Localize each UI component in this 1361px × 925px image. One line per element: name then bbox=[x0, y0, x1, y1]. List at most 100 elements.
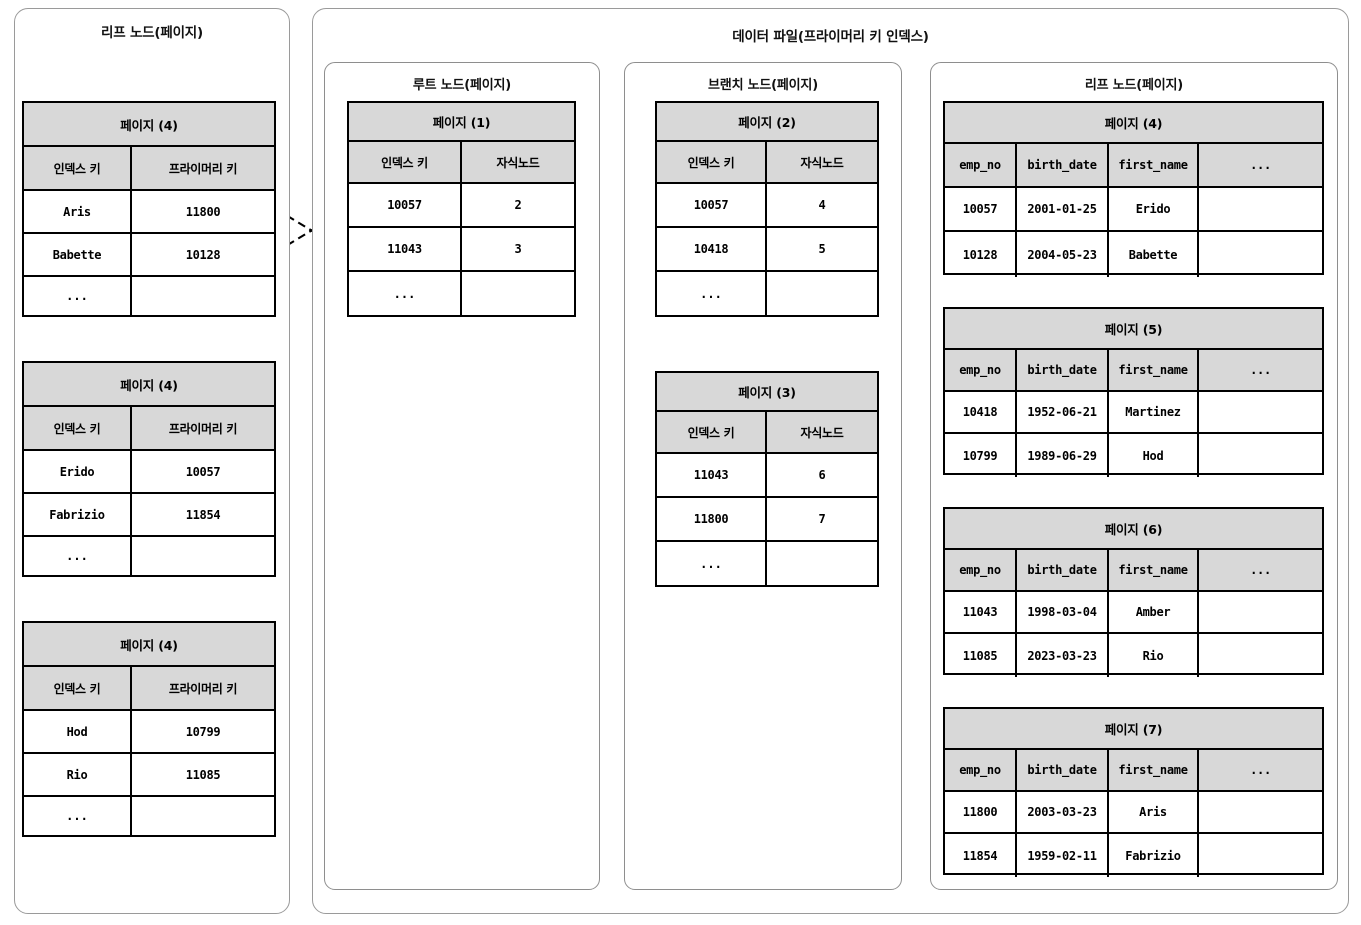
table-row: 10799 1989-06-29 Hod bbox=[945, 434, 1322, 477]
table-row: 11800 7 bbox=[657, 498, 877, 542]
table-row-ellipsis: ... bbox=[24, 537, 274, 575]
cell-first-name: Martinez bbox=[1109, 392, 1199, 432]
column-header-row: emp_no birth_date first_name ... bbox=[945, 350, 1322, 392]
root-page-1: 페이지 (1) 인덱스 키 자식노드 10057 2 11043 3 ... bbox=[347, 101, 576, 317]
page-title-row: 페이지 (1) bbox=[349, 103, 574, 142]
data-file-panel-title: 데이터 파일(프라이머리 키 인덱스) bbox=[732, 29, 929, 45]
cell-birth-date: 1989-06-29 bbox=[1017, 434, 1109, 477]
secondary-index-panel-title: 리프 노드(페이지) bbox=[101, 25, 203, 41]
leaf-data-page-5: 페이지 (5) emp_no birth_date first_name ...… bbox=[943, 307, 1324, 477]
cell-more bbox=[1199, 592, 1322, 632]
page-title-row: 페이지 (4) bbox=[24, 623, 274, 667]
table-row: Babette 10128 bbox=[24, 234, 274, 277]
cell-child-node: 5 bbox=[818, 242, 826, 256]
cell-emp-no: 10418 bbox=[945, 392, 1017, 432]
column-header-index-key: 인덱스 키 bbox=[657, 412, 767, 452]
page-title: 페이지 (4) bbox=[24, 623, 274, 665]
table-row-ellipsis: ... bbox=[657, 272, 877, 315]
column-header-row: emp_no birth_date first_name ... bbox=[945, 144, 1322, 188]
table-row: 11043 1998-03-04 Amber bbox=[945, 592, 1322, 634]
table-row: 11043 6 bbox=[657, 454, 877, 498]
page-title-row: 페이지 (7) bbox=[945, 709, 1322, 750]
cell-first-name: Amber bbox=[1109, 592, 1199, 632]
column-header-child-node: 자식노드 bbox=[496, 155, 540, 170]
branch-page-2: 페이지 (2) 인덱스 키 자식노드 10057 4 10418 5 ... bbox=[655, 101, 879, 317]
cell-more bbox=[1199, 392, 1322, 432]
column-header-birth-date: birth_date bbox=[1017, 550, 1109, 590]
cell-child-node: 4 bbox=[818, 198, 826, 212]
page-title: 페이지 (4) bbox=[945, 103, 1322, 142]
column-header-birth-date: birth_date bbox=[1017, 750, 1109, 790]
page-title: 페이지 (1) bbox=[349, 103, 574, 140]
column-header-primary-key: 프라이머리 키 bbox=[168, 161, 238, 176]
column-header-emp-no: emp_no bbox=[945, 350, 1017, 390]
cell-first-name: Erido bbox=[1109, 188, 1199, 230]
column-header-row: 인덱스 키 자식노드 bbox=[657, 142, 877, 184]
column-header-index-key: 인덱스 키 bbox=[24, 407, 132, 449]
branch-page-3: 페이지 (3) 인덱스 키 자식노드 11043 6 11800 7 ... bbox=[655, 371, 879, 587]
column-header-index-key: 인덱스 키 bbox=[657, 142, 767, 182]
cell-birth-date: 1959-02-11 bbox=[1017, 834, 1109, 877]
cell-emp-no: 11043 bbox=[945, 592, 1017, 632]
cell-first-name: Rio bbox=[1109, 634, 1199, 677]
cell-index-key: ... bbox=[657, 272, 767, 315]
cell-index-key: ... bbox=[24, 537, 132, 575]
table-row-ellipsis: ... bbox=[24, 797, 274, 835]
cell-emp-no: 10799 bbox=[945, 434, 1017, 477]
cell-birth-date: 2003-03-23 bbox=[1017, 792, 1109, 832]
cell-child-node: 7 bbox=[818, 512, 826, 526]
table-row: 10057 2 bbox=[349, 184, 574, 228]
branch-node-panel-title: 브랜치 노드(페이지) bbox=[708, 78, 818, 93]
column-header-more: ... bbox=[1250, 158, 1271, 172]
table-row: 10057 2001-01-25 Erido bbox=[945, 188, 1322, 232]
leaf-data-page-4: 페이지 (4) emp_no birth_date first_name ...… bbox=[943, 101, 1324, 277]
page-title-row: 페이지 (6) bbox=[945, 509, 1322, 550]
cell-child-node: 2 bbox=[514, 198, 522, 212]
column-header-emp-no: emp_no bbox=[945, 144, 1017, 186]
table-row: 11800 2003-03-23 Aris bbox=[945, 792, 1322, 834]
page-title-row: 페이지 (3) bbox=[657, 373, 877, 412]
column-header-more: ... bbox=[1250, 763, 1271, 777]
cell-child-node bbox=[767, 272, 877, 315]
page-title: 페이지 (6) bbox=[945, 509, 1322, 548]
cell-index-key: Fabrizio bbox=[24, 494, 132, 535]
column-header-child-node: 자식노드 bbox=[800, 425, 844, 440]
table-row-ellipsis: ... bbox=[24, 277, 274, 315]
cell-first-name: Aris bbox=[1109, 792, 1199, 832]
cell-primary-key: 10799 bbox=[185, 724, 221, 739]
column-header-first-name: first_name bbox=[1109, 750, 1199, 790]
cell-child-node: 6 bbox=[818, 468, 826, 482]
cell-child-node bbox=[767, 542, 877, 585]
column-header-emp-no: emp_no bbox=[945, 550, 1017, 590]
cell-index-key: ... bbox=[24, 797, 132, 835]
page-title-row: 페이지 (4) bbox=[945, 103, 1322, 144]
page-title-row: 페이지 (4) bbox=[24, 103, 274, 147]
cell-more bbox=[1199, 834, 1322, 877]
column-header-primary-key: 프라이머리 키 bbox=[168, 681, 238, 696]
cell-more bbox=[1199, 434, 1322, 477]
cell-child-node bbox=[462, 272, 574, 315]
cell-more bbox=[1199, 188, 1322, 230]
column-header-row: 인덱스 키 프라이머리 키 bbox=[24, 667, 274, 711]
cell-first-name: Babette bbox=[1109, 232, 1199, 277]
cell-index-key: ... bbox=[24, 277, 132, 315]
table-row: 10057 4 bbox=[657, 184, 877, 228]
column-header-index-key: 인덱스 키 bbox=[349, 142, 462, 182]
cell-birth-date: 2023-03-23 bbox=[1017, 634, 1109, 677]
column-header-birth-date: birth_date bbox=[1017, 350, 1109, 390]
cell-birth-date: 2001-01-25 bbox=[1017, 188, 1109, 230]
column-header-row: 인덱스 키 프라이머리 키 bbox=[24, 407, 274, 451]
page-title: 페이지 (4) bbox=[24, 363, 274, 405]
secondary-index-page-2: 페이지 (4) 인덱스 키 프라이머리 키 Hod 10799 Rio 1108… bbox=[22, 621, 276, 837]
column-header-first-name: first_name bbox=[1109, 144, 1199, 186]
table-row: 11043 3 bbox=[349, 228, 574, 272]
cell-primary-key bbox=[132, 537, 274, 575]
cell-birth-date: 1998-03-04 bbox=[1017, 592, 1109, 632]
cell-primary-key: 11800 bbox=[185, 204, 221, 219]
table-row-ellipsis: ... bbox=[657, 542, 877, 585]
cell-index-key: 11043 bbox=[657, 454, 767, 496]
cell-primary-key bbox=[132, 797, 274, 835]
cell-primary-key bbox=[132, 277, 274, 315]
secondary-index-page-0: 페이지 (4) 인덱스 키 프라이머리 키 Aris 11800 Babette… bbox=[22, 101, 276, 317]
table-row: 11085 2023-03-23 Rio bbox=[945, 634, 1322, 677]
